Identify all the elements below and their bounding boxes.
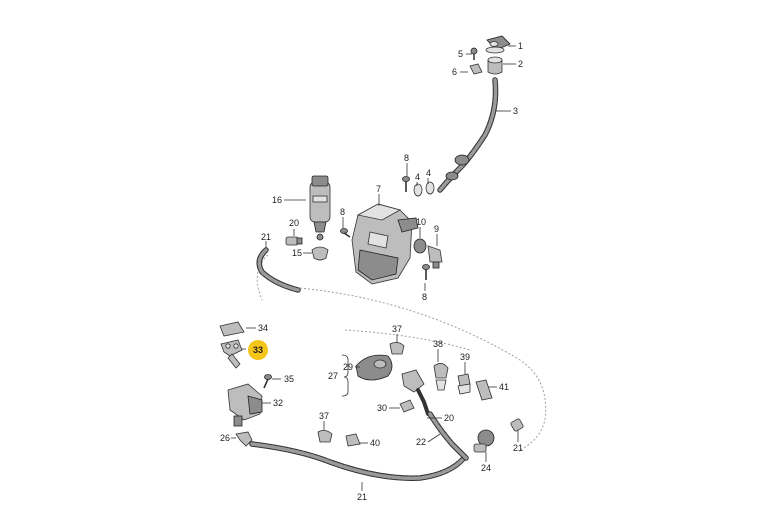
hose-clip-part bbox=[345, 433, 361, 447]
elbow-connector-part bbox=[235, 431, 253, 447]
hose-clip-part bbox=[389, 342, 405, 355]
o-ring-part bbox=[425, 181, 435, 195]
callout-label[interactable]: 29 bbox=[343, 362, 353, 372]
callout-label[interactable]: 37 bbox=[392, 324, 402, 334]
callout-label[interactable]: 26 bbox=[220, 433, 230, 443]
connector-part bbox=[510, 418, 524, 432]
callout-label[interactable]: 41 bbox=[499, 382, 509, 392]
callout-highlight bbox=[248, 340, 268, 360]
washer-nozzle-part bbox=[355, 354, 393, 381]
callout-label[interactable]: 21 bbox=[357, 492, 367, 502]
callout-label[interactable]: 2 bbox=[518, 59, 523, 69]
pad-part bbox=[219, 321, 245, 337]
level-sensor-part bbox=[427, 245, 443, 269]
filler-cap-part bbox=[485, 35, 511, 54]
washer-reservoir-part bbox=[351, 203, 419, 285]
callout-label[interactable]: 4 bbox=[426, 168, 431, 178]
clip-part bbox=[469, 63, 483, 75]
pipe-end-part bbox=[445, 154, 470, 181]
hose-clip-part bbox=[317, 430, 333, 443]
grommet-part bbox=[413, 238, 427, 254]
callout-label[interactable]: 37 bbox=[319, 411, 329, 421]
screw-part bbox=[263, 374, 272, 389]
washer-pump-part bbox=[309, 175, 331, 241]
clip-part bbox=[433, 363, 449, 391]
nozzle-holder-part bbox=[401, 369, 430, 416]
callout-label[interactable]: 20 bbox=[289, 218, 299, 228]
callout-label[interactable]: 6 bbox=[452, 67, 457, 77]
routing-line bbox=[256, 254, 269, 301]
callout-label[interactable]: 20 bbox=[444, 413, 454, 423]
check-valve-part bbox=[473, 429, 495, 453]
callout-label[interactable]: 33 bbox=[253, 345, 263, 355]
callout-label[interactable]: 34 bbox=[258, 323, 268, 333]
callout-label[interactable]: 40 bbox=[370, 438, 380, 448]
bracket-part bbox=[220, 339, 243, 369]
callout-label[interactable]: 10 bbox=[416, 217, 426, 227]
callout-label[interactable]: 21 bbox=[261, 232, 271, 242]
callout-label[interactable]: 1 bbox=[518, 41, 523, 51]
callout-label[interactable]: 30 bbox=[377, 403, 387, 413]
bracket-part bbox=[475, 379, 493, 401]
callout-label[interactable]: 8 bbox=[422, 292, 427, 302]
o-ring-part bbox=[413, 183, 423, 197]
bolt-part bbox=[340, 228, 351, 238]
callout-label[interactable]: 21 bbox=[513, 443, 523, 453]
callout-label[interactable]: 15 bbox=[292, 248, 302, 258]
callout-label[interactable]: 4 bbox=[415, 172, 420, 182]
bolt-part bbox=[402, 176, 410, 192]
callout-label[interactable]: 8 bbox=[404, 153, 409, 163]
callout-labels: 1 2 3 4 4 5 6 7 8 8 8 9 10 15 16 20 20 2… bbox=[220, 41, 523, 502]
grommet-part bbox=[311, 246, 329, 261]
callout-label[interactable]: 39 bbox=[460, 352, 470, 362]
callout-label[interactable]: 32 bbox=[273, 398, 283, 408]
callout-label[interactable]: 38 bbox=[433, 339, 443, 349]
routing-line bbox=[299, 287, 547, 451]
callout-label[interactable]: 35 bbox=[284, 374, 294, 384]
callout-label[interactable]: 5 bbox=[458, 49, 463, 59]
screw-part bbox=[470, 47, 478, 60]
callout-label[interactable]: 7 bbox=[376, 184, 381, 194]
headlamp-washer-pump-part bbox=[227, 383, 263, 427]
leader-lines bbox=[231, 45, 519, 491]
callout-label[interactable]: 3 bbox=[513, 106, 518, 116]
filler-neck-part bbox=[487, 56, 503, 75]
clip-part bbox=[399, 399, 415, 413]
callout-label[interactable]: 22 bbox=[416, 437, 426, 447]
callout-label[interactable]: 27 bbox=[328, 371, 338, 381]
callout-label[interactable]: 9 bbox=[434, 224, 439, 234]
routing-line bbox=[344, 329, 471, 351]
connector-part bbox=[285, 236, 303, 246]
clip-part bbox=[457, 373, 471, 395]
bolt-part bbox=[422, 264, 430, 280]
callout-label[interactable]: 16 bbox=[272, 195, 282, 205]
callout-label[interactable]: 8 bbox=[340, 207, 345, 217]
callout-label[interactable]: 24 bbox=[481, 463, 491, 473]
